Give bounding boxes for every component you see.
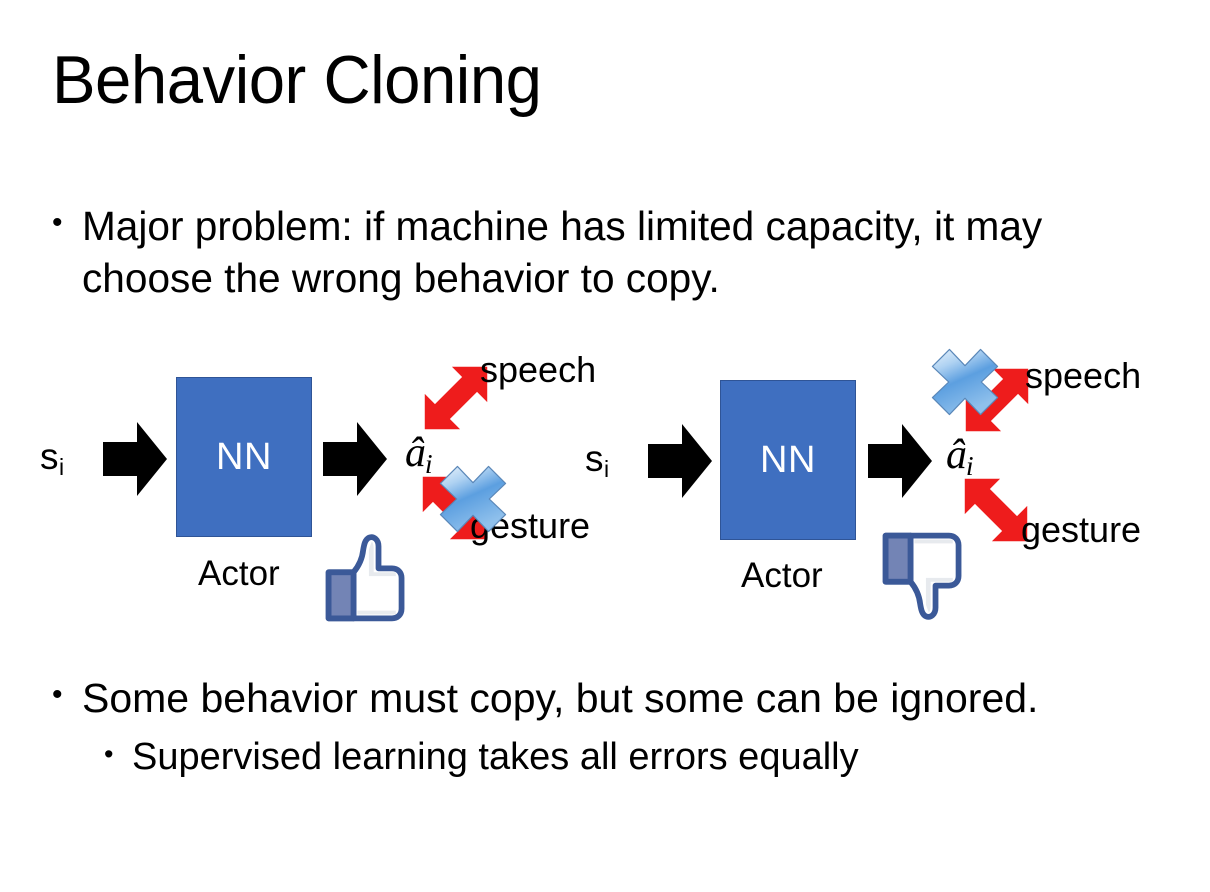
bullet-dot-icon: • <box>104 739 114 769</box>
thumbs-down-icon-right <box>876 528 972 624</box>
bullet-major-problem-text: Major problem: if machine has limited ca… <box>82 203 1043 302</box>
blue-x-icon-gesture-left <box>436 462 510 536</box>
flow-arrow-out-right <box>868 424 932 498</box>
bullet-supervised-learning-text: Supervised learning takes all errors equ… <box>132 736 859 778</box>
output-label-speech-left: speech <box>480 349 597 390</box>
page-title: Behavior Cloning <box>52 42 542 118</box>
double-arrow-speech-left <box>408 350 504 446</box>
double-arrow-speech-right <box>949 352 1045 448</box>
action-label-left: âi <box>405 430 433 479</box>
diagram-left: si NN Actor âi speech gesture <box>18 340 638 640</box>
bullet-major-problem: • Major problem: if machine has limited … <box>52 200 1162 304</box>
bullet-some-behavior-text: Some behavior must copy, but some can be… <box>82 675 1039 721</box>
output-label-speech-right: speech <box>1025 355 1142 396</box>
state-label-left: si <box>40 436 65 480</box>
nn-box-label-left: NN <box>216 436 272 478</box>
diagram-right: si NN Actor âi speech <box>563 340 1203 640</box>
actor-label-right: Actor <box>741 556 823 595</box>
state-label-right: si <box>585 438 610 482</box>
bullet-dot-icon: • <box>52 206 63 239</box>
action-label-right: âi <box>946 432 974 481</box>
flow-arrow-in-left <box>103 422 167 496</box>
bullet-dot-icon: • <box>52 678 63 711</box>
nn-box-left: NN <box>176 377 312 537</box>
nn-box-right: NN <box>720 380 856 540</box>
flow-arrow-out-left <box>323 422 387 496</box>
flow-arrow-in-right <box>648 424 712 498</box>
nn-box-label-right: NN <box>760 439 816 481</box>
actor-label-left: Actor <box>198 554 280 593</box>
output-label-gesture-right: gesture <box>1021 509 1142 550</box>
bullet-supervised-learning: • Supervised learning takes all errors e… <box>104 733 1184 782</box>
blue-x-icon-speech-right <box>928 345 1002 419</box>
double-arrow-gesture-right <box>948 462 1044 558</box>
bullet-some-behavior: • Some behavior must copy, but some can … <box>52 672 1172 725</box>
thumbs-up-icon-left <box>319 530 415 626</box>
